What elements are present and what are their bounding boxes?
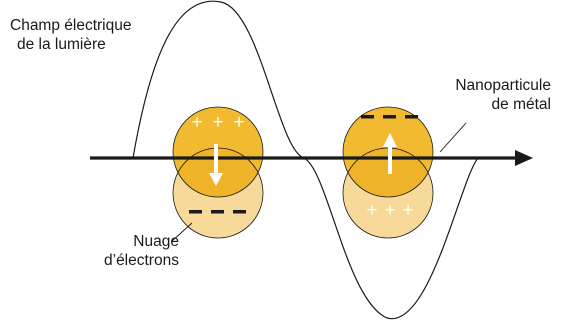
nanoparticle-label-line1: Nanoparticule [455, 77, 551, 94]
nanoparticle-label: Nanoparticule de métal [455, 76, 551, 114]
electron-cloud-label-line1: Nuage [133, 233, 179, 250]
minus-sign [189, 210, 202, 214]
electron-cloud-label-line2: d’électrons [104, 252, 179, 269]
down-arrow-icon [209, 144, 223, 186]
minus-sign [361, 115, 374, 119]
light-field-label: Champ électrique de la lumière [10, 16, 131, 54]
leader-line-nanoparticle [439, 122, 467, 153]
plus-sign: + [233, 112, 244, 133]
positive-charges-right: + + + [366, 200, 413, 221]
plus-sign: + [191, 112, 202, 133]
negative-charges-right [361, 115, 418, 119]
positive-charges-left: + + + [191, 112, 244, 133]
nanoparticle-label-line2: de métal [491, 96, 551, 113]
leader-line-cloud [171, 222, 193, 242]
propagation-arrowhead-icon [515, 150, 533, 166]
minus-sign [383, 115, 396, 119]
negative-charges-left [189, 210, 246, 214]
nanoparticle-right-outline [342, 106, 434, 198]
plus-sign: + [384, 200, 395, 221]
up-arrow-icon [383, 133, 397, 174]
nanoparticle-left-outline [172, 106, 264, 198]
minus-sign [233, 210, 246, 214]
minus-sign [405, 115, 418, 119]
light-field-label-line1: Champ électrique [10, 17, 132, 34]
plus-sign: + [402, 200, 413, 221]
plus-sign: + [212, 112, 223, 133]
minus-sign [211, 210, 224, 214]
electron-cloud-label: Nuage d’électrons [104, 232, 179, 270]
light-field-label-line2: de la lumière [17, 36, 106, 53]
plus-sign: + [366, 200, 377, 221]
